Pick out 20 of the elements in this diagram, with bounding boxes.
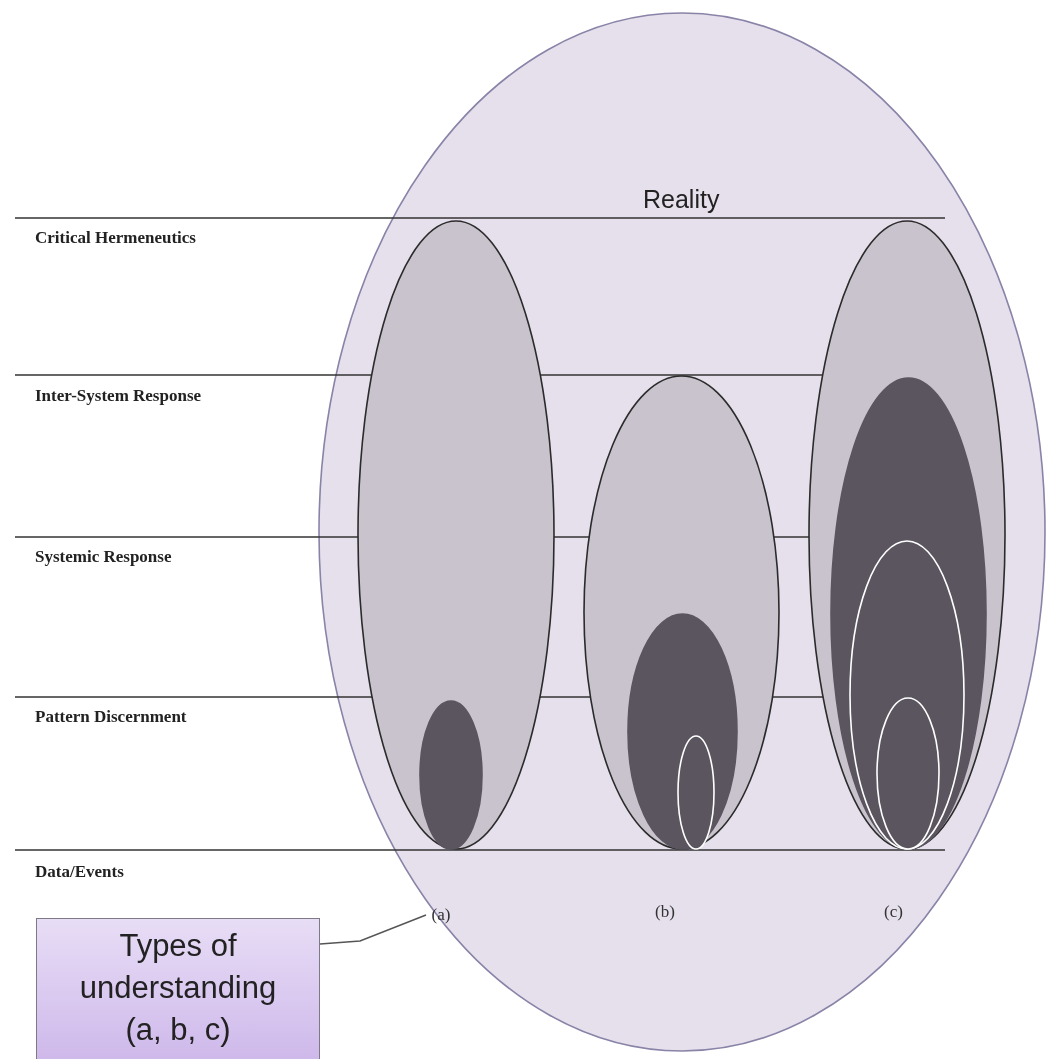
inner-ellipse xyxy=(876,697,940,850)
inner-ellipse xyxy=(419,700,483,850)
level-label: Data/Events xyxy=(35,862,124,882)
level-label: Inter-System Response xyxy=(35,386,202,406)
inner-ellipse xyxy=(627,613,738,850)
level-label: Pattern Discernment xyxy=(35,707,187,727)
understanding-ellipse xyxy=(357,220,555,850)
inner-ellipse xyxy=(849,540,965,850)
region-title: Reality xyxy=(643,185,720,214)
leader-line xyxy=(319,914,427,945)
understanding-ellipse xyxy=(583,375,780,850)
level-label: Systemic Response xyxy=(35,547,172,567)
inner-ellipse xyxy=(677,735,715,850)
ellipse-label: (c) xyxy=(884,902,903,922)
inner-ellipse xyxy=(830,377,987,850)
ellipse-label: (a) xyxy=(424,902,458,928)
ellipse-label: (b) xyxy=(655,902,675,922)
callout-box: Types of understanding (a, b, c) xyxy=(36,918,320,1059)
understanding-ellipse xyxy=(808,220,1006,850)
level-label: Critical Hermeneutics xyxy=(35,228,196,248)
